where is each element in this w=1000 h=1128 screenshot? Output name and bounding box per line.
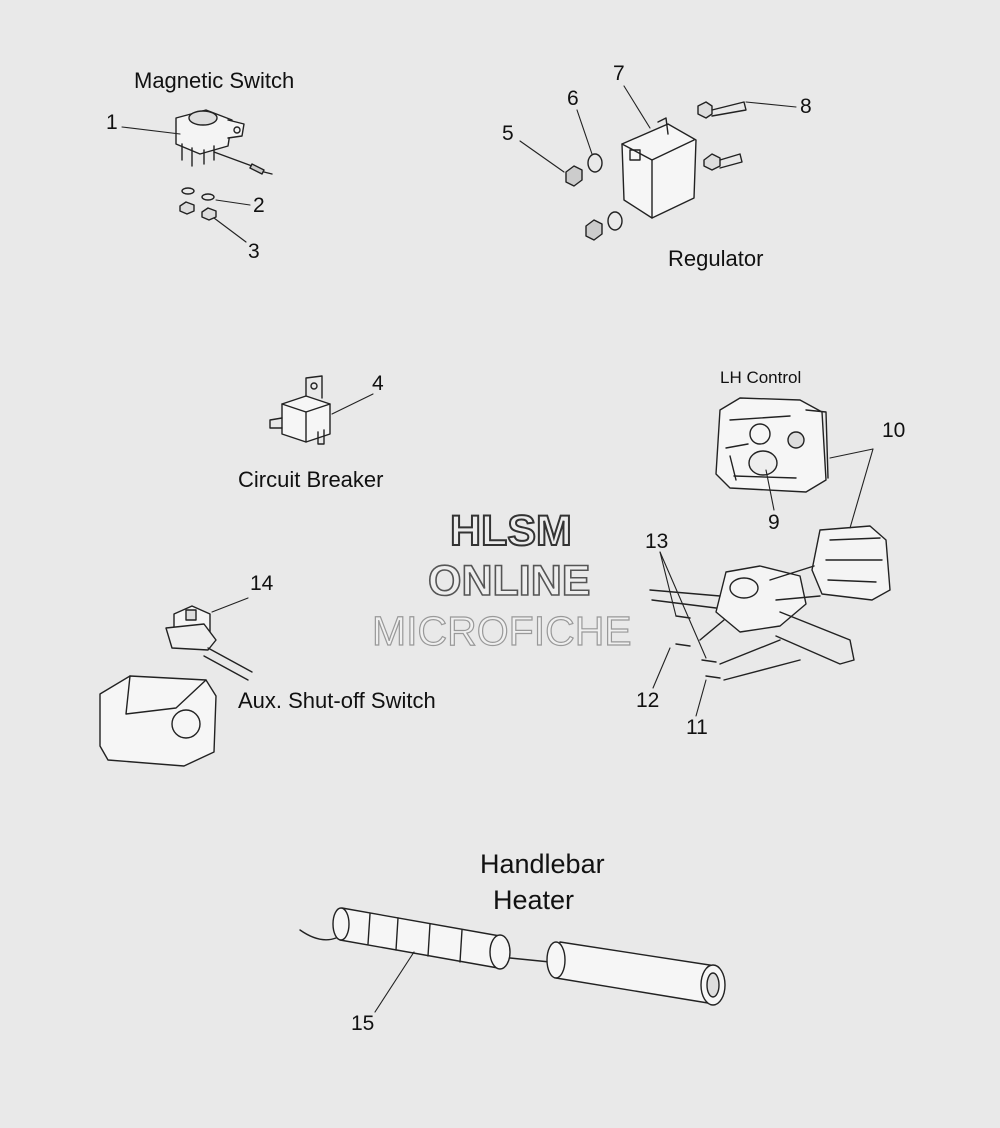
- lh-control-leaders: [652, 448, 874, 717]
- callout-12: 12: [636, 689, 660, 712]
- magnetic-switch-drawing: [175, 109, 273, 221]
- magnetic-switch-title: Magnetic Switch: [134, 68, 295, 93]
- regulator-leaders: [519, 85, 797, 173]
- circuit-breaker-drawing: [269, 375, 331, 445]
- circuit-breaker-title: Circuit Breaker: [238, 467, 384, 492]
- magnetic-switch-leaders: [121, 126, 251, 243]
- callout-5: 5: [502, 122, 514, 145]
- aux-switch-leader: [211, 597, 249, 613]
- watermark-line2: ONLINE: [427, 557, 591, 605]
- callout-3: 3: [248, 240, 260, 263]
- watermark-line3: MICROFICHE: [371, 608, 632, 654]
- circuit-breaker-leader: [331, 393, 374, 415]
- callout-14: 14: [250, 572, 274, 595]
- callout-1: 1: [106, 111, 118, 134]
- aux-switch-drawing: [99, 605, 253, 767]
- callout-6: 6: [567, 87, 579, 110]
- lh-control-drawing: [715, 397, 829, 493]
- callout-11: 11: [686, 716, 708, 739]
- regulator-title: Regulator: [668, 246, 764, 271]
- callout-7: 7: [613, 62, 625, 85]
- handlebar-heater-leader: [374, 951, 415, 1013]
- handlebar-heater-title-line2: Heater: [493, 885, 575, 915]
- aux-shutoff-switch-title: Aux. Shut-off Switch: [238, 688, 436, 713]
- handlebar-heater-drawing: [299, 907, 726, 1006]
- handlebar-heater-title-line1: Handlebar: [480, 849, 605, 879]
- callout-10: 10: [882, 419, 906, 442]
- callout-2: 2: [253, 194, 265, 217]
- watermark-line1: HLSM: [449, 507, 573, 555]
- callout-4: 4: [372, 372, 384, 395]
- callout-8: 8: [800, 95, 812, 118]
- callout-15: 15: [351, 1012, 375, 1035]
- callout-13: 13: [645, 530, 669, 553]
- regulator-drawing: [565, 101, 747, 241]
- callout-9: 9: [768, 511, 780, 534]
- lh-control-assembly-drawing: [649, 525, 891, 681]
- lh-control-title: LH Control: [720, 368, 802, 387]
